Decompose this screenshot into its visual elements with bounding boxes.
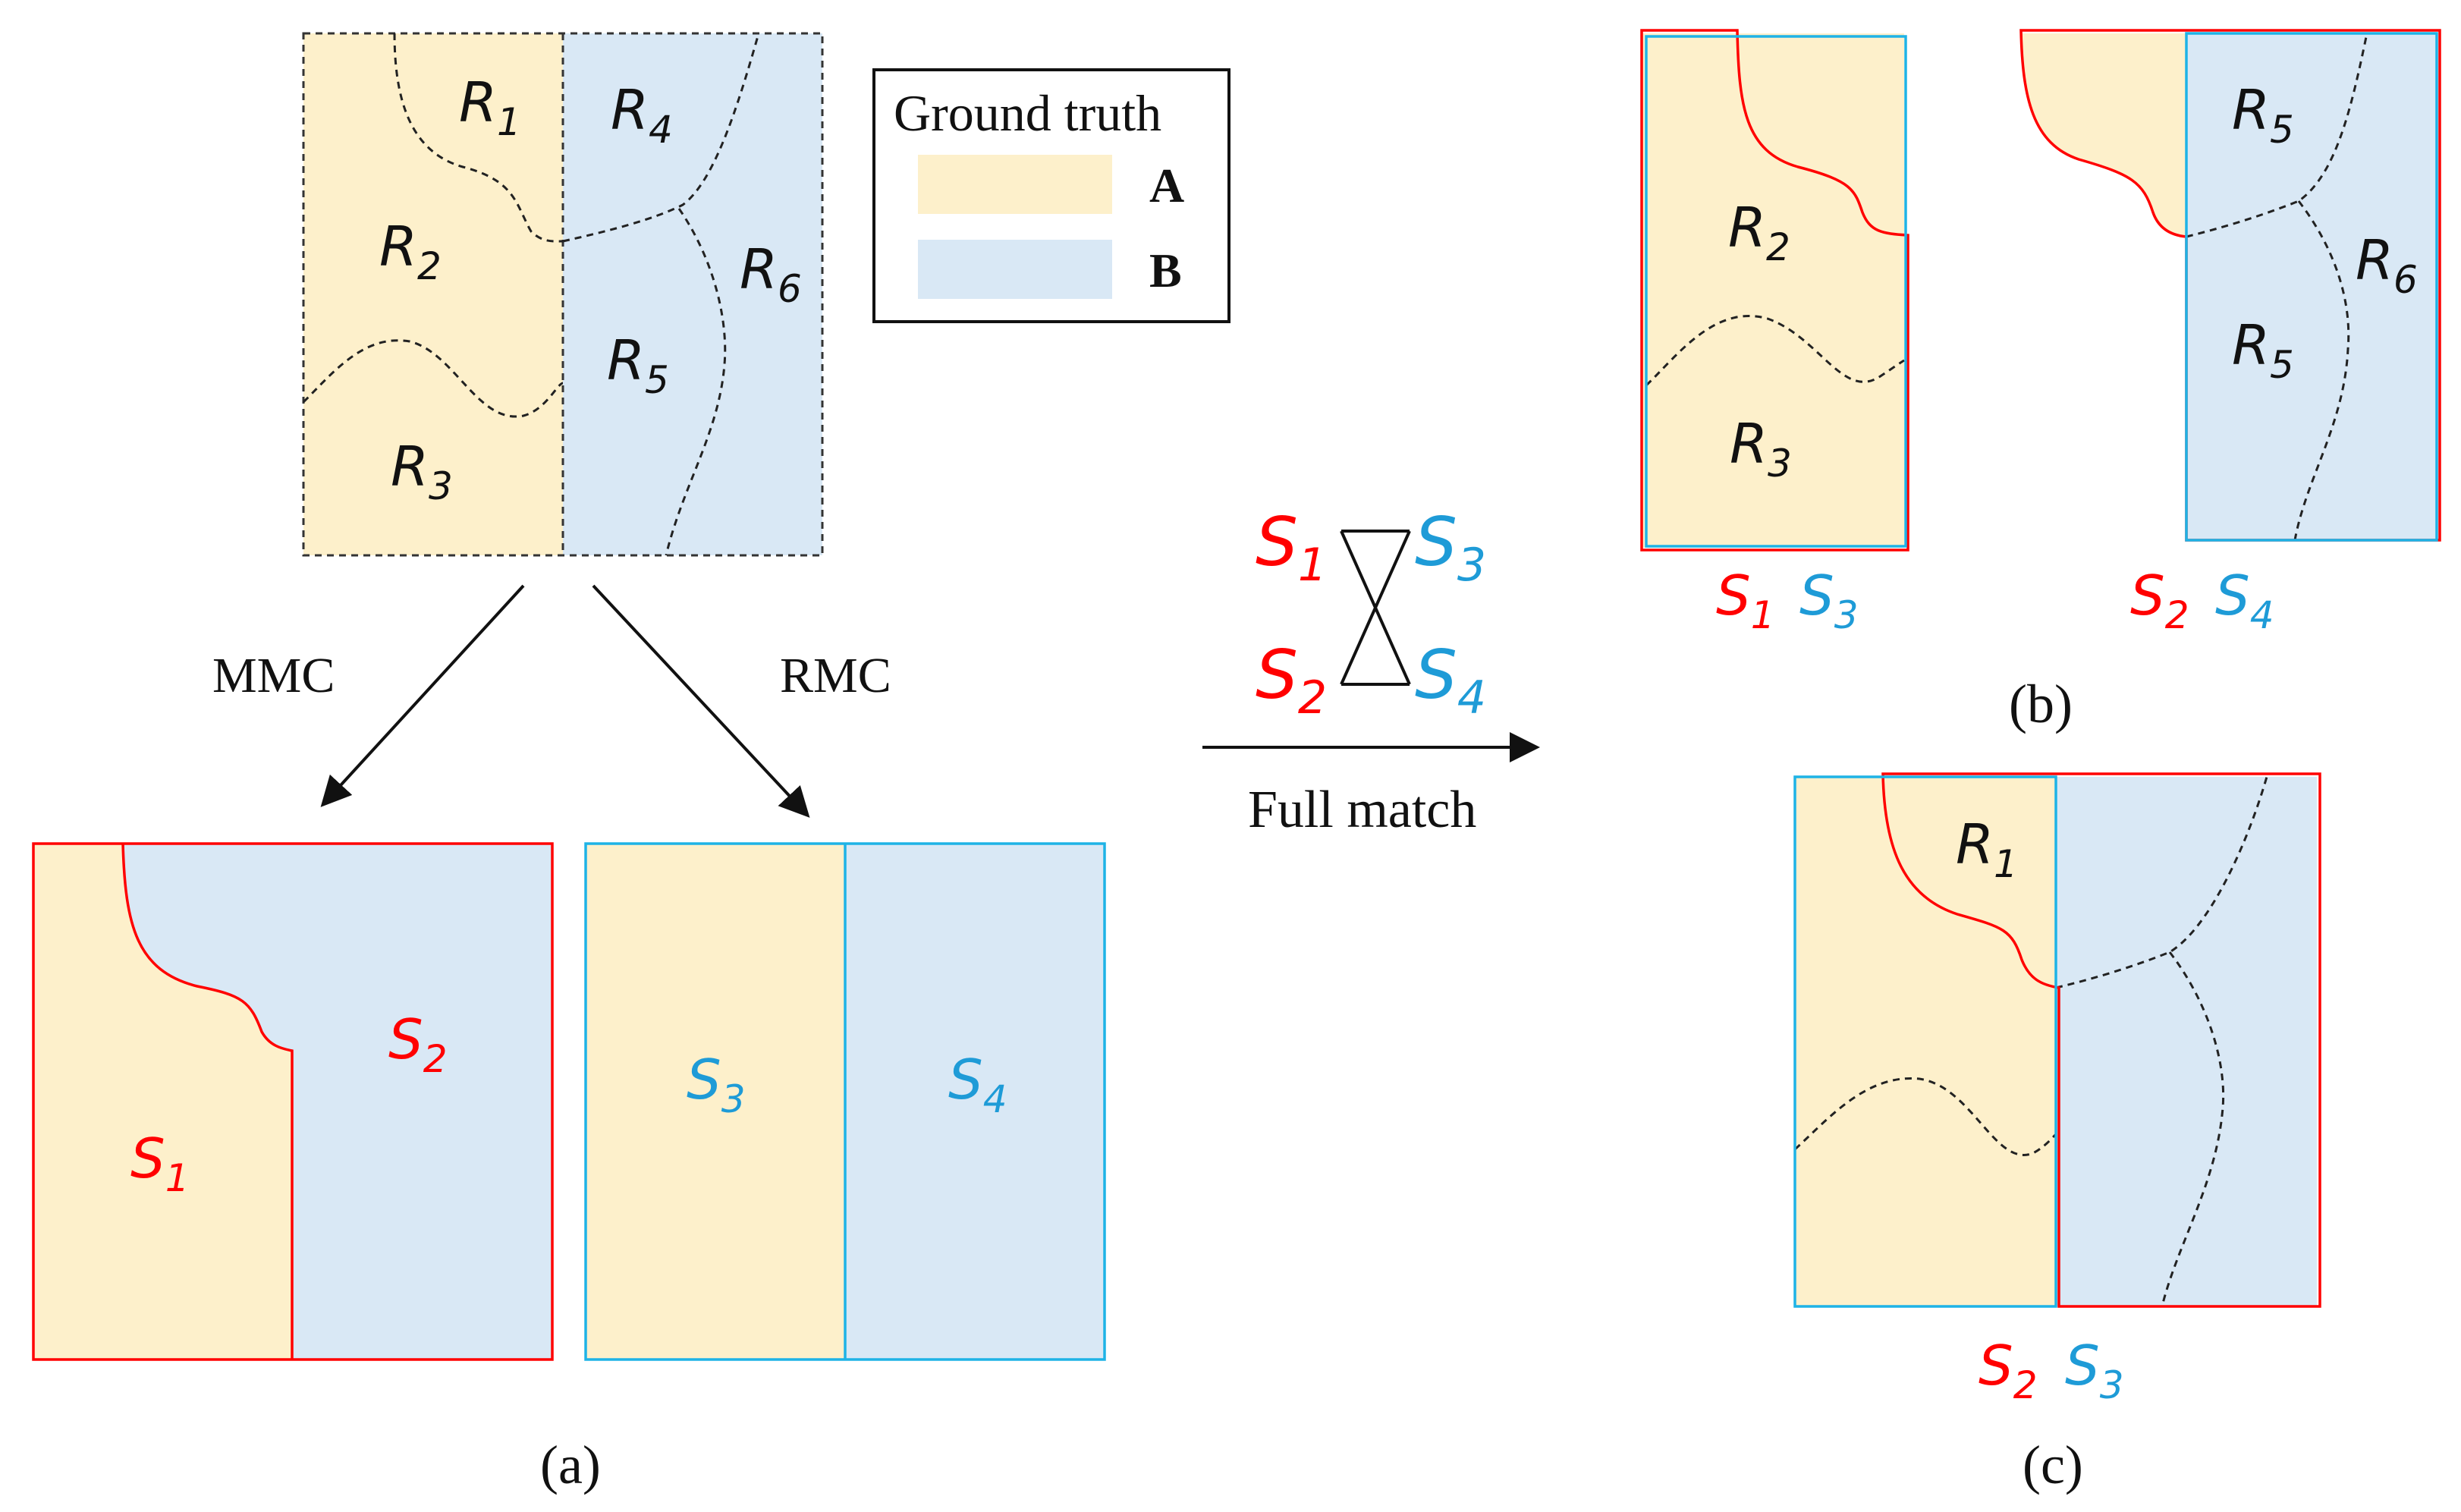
caption-b: (b): [2009, 674, 2073, 734]
c-a-fill: [1795, 777, 2056, 1306]
b2-boundary-r5-r6: [2293, 200, 2350, 541]
match-s2: S2: [1256, 636, 1327, 725]
c-b-fill: [2056, 777, 2317, 1306]
full-match-label: Full match: [1248, 781, 1476, 839]
legend-label-a: A: [1149, 159, 1184, 212]
b1-fill: [1642, 33, 1904, 548]
b2-caption-s4: S4: [2215, 564, 2274, 637]
rmc-arrow: [592, 584, 810, 818]
gt-boundary-r5-r6: [665, 208, 727, 556]
b1-caption-s1: S1: [1716, 564, 1775, 637]
mmc-label-s1: S1: [130, 1127, 190, 1200]
mmc-border: [32, 842, 554, 1361]
rmc-label: RMC: [780, 648, 891, 703]
caption-a: (a): [540, 1435, 601, 1495]
b2-label-r5-top: R5: [2232, 78, 2294, 152]
b1-caption-s3: S3: [1799, 564, 1859, 637]
c-caption-s3: S3: [2065, 1334, 2124, 1407]
caption-c: (c): [2023, 1435, 2083, 1495]
legend-swatch-a: [918, 155, 1112, 214]
match-diagram: S1 S2 S3 S4 Full match: [1202, 503, 1540, 839]
match-s4: S4: [1415, 636, 1486, 725]
gt-boundary-r4-r5: [562, 33, 760, 243]
mmc-s1-region: [33, 844, 292, 1360]
c-boundary-r5-r6: [2161, 951, 2225, 1307]
legend: Ground truth A B: [872, 68, 1230, 323]
rmc-s3-region: [586, 844, 845, 1360]
mmc-arrow: [320, 584, 525, 807]
c-boundary-r4-r5: [2055, 776, 2268, 989]
gt-label-r4: R4: [611, 78, 673, 152]
rmc-label-s4: S4: [948, 1048, 1007, 1121]
match-line-s2-s3: [1340, 530, 1411, 685]
gt-label-r1: R1: [459, 71, 521, 144]
b2-s2-outline: [2019, 29, 2441, 542]
split-arrows: MMC RMC: [212, 584, 891, 818]
b2-label-r5-bottom: R5: [2232, 313, 2294, 387]
b1-label-r2: R2: [1728, 196, 1790, 269]
b2-s4-outline: [2185, 32, 2438, 542]
gt-boundary-r1-r2: [393, 33, 564, 243]
mmc-label-s2: S2: [388, 1007, 448, 1081]
mmc-s2-region: [123, 844, 552, 1360]
match-s3: S3: [1415, 503, 1486, 592]
b1-s1-outline: [1640, 29, 1909, 552]
b1-s3-outline: [1645, 35, 1907, 548]
panel-c-s2-s3: R1 S2 S3: [1793, 772, 2321, 1407]
rmc-segmentation: S3 S4: [584, 842, 1106, 1361]
gt-region-a: [303, 33, 563, 555]
gt-label-r2: R2: [379, 215, 442, 288]
rmc-s4-region: [845, 844, 1105, 1360]
panel-b-s2-s4: R5 R6 R5 S2 S4: [2019, 29, 2441, 637]
b2-a-fill: [2021, 33, 2186, 237]
rmc-label-s3: S3: [687, 1048, 746, 1121]
mmc-segmentation: S1 S2: [32, 842, 554, 1361]
b1-label-r3: R3: [1730, 412, 1792, 486]
legend-swatch-b: [918, 240, 1112, 299]
gt-label-r5: R5: [607, 328, 669, 402]
b2-label-r6: R6: [2356, 228, 2418, 302]
legend-label-b: B: [1149, 244, 1182, 297]
gt-label-r3: R3: [391, 435, 453, 508]
b1-boundary-r2-r3: [1645, 315, 1905, 387]
gt-label-r6: R6: [740, 237, 802, 311]
c-boundary-r2-r3: [1793, 1077, 2057, 1156]
gt-region-b: [563, 33, 822, 555]
legend-title: Ground truth: [894, 84, 1161, 142]
mmc-s1-s2-boundary: [121, 843, 294, 1360]
c-caption-s2: S2: [1979, 1334, 2038, 1407]
mmc-label: MMC: [212, 648, 335, 703]
ground-truth-panel: R1 R2 R3 R4 R5 R6: [302, 32, 824, 557]
c-s2-outline: [1881, 772, 2321, 1308]
gt-boundary-r2-r3: [302, 339, 564, 418]
c-s3-outline: [1793, 775, 2057, 1308]
panel-b-s1-s3: R2 R3 S1 S3: [1640, 29, 1909, 637]
b2-caption-s2: S2: [2130, 564, 2189, 637]
c-label-r1: R1: [1956, 813, 2018, 886]
b2-b-fill: [2186, 33, 2437, 540]
match-s1: S1: [1256, 503, 1327, 592]
b2-boundary-r5-top: [2186, 33, 2368, 238]
